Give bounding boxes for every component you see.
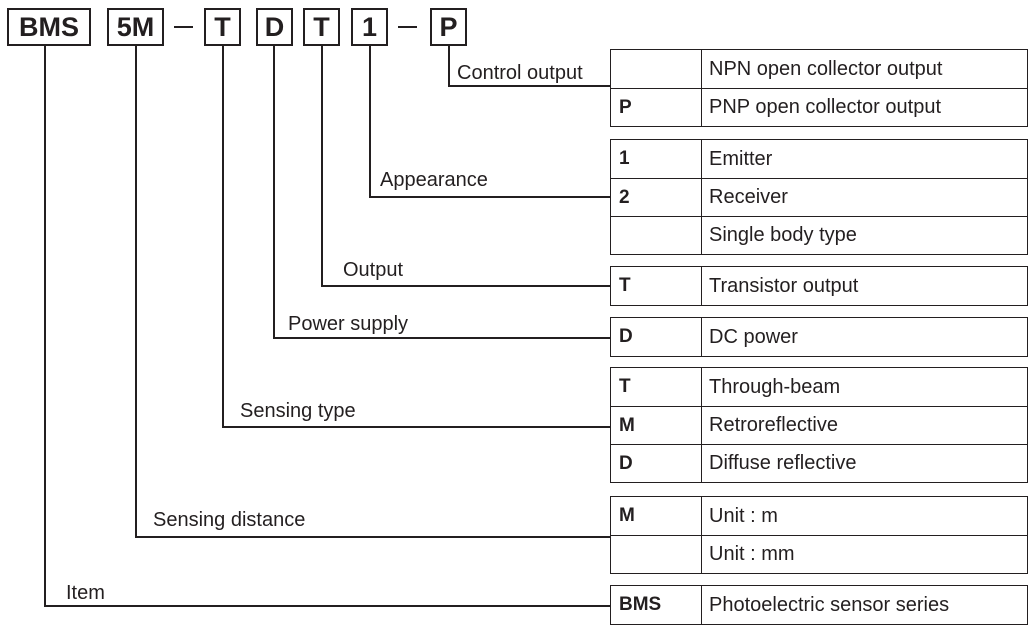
- table-row: 1 Emitter: [611, 140, 1027, 178]
- connector-sensing-type-horizontal: [222, 426, 610, 428]
- option-description: DC power: [709, 325, 798, 348]
- table-output: T Transistor output: [610, 266, 1028, 306]
- connector-control-output-vertical: [448, 46, 450, 86]
- option-code: M: [611, 407, 702, 444]
- connector-control-output-horizontal: [448, 85, 610, 87]
- option-description: Emitter: [709, 147, 773, 170]
- label-output: Output: [343, 259, 404, 281]
- connector-power-supply-vertical: [273, 46, 275, 338]
- connector-power-supply-horizontal: [273, 337, 610, 339]
- connector-output-vertical: [321, 46, 323, 286]
- label-control-output: Control output: [457, 62, 583, 84]
- table-row: NPN open collector output: [611, 50, 1027, 88]
- table-row: T Transistor output: [611, 267, 1027, 305]
- connector-appearance-horizontal: [369, 196, 610, 198]
- label-power-supply: Power supply: [288, 313, 409, 335]
- label-item: Item: [66, 582, 105, 604]
- code-box-sensing-distance: 5M: [107, 8, 164, 46]
- code-box-sensing-type: T: [204, 8, 241, 46]
- connector-sensing-type-vertical: [222, 46, 224, 427]
- table-row: Single body type: [611, 216, 1027, 254]
- table-item: BMS Photoelectric sensor series: [610, 585, 1028, 625]
- code-separator-dash: [174, 26, 193, 28]
- table-sensing-type: T Through-beam M Retroreflective D Diffu…: [610, 367, 1028, 483]
- connector-output-horizontal: [321, 285, 610, 287]
- code-box-appearance: 1: [351, 8, 388, 46]
- option-code: D: [611, 445, 702, 482]
- table-row: Unit : mm: [611, 535, 1027, 573]
- table-sensing-distance: M Unit : m Unit : mm: [610, 496, 1028, 574]
- table-row: 2 Receiver: [611, 178, 1027, 216]
- table-control-output: NPN open collector output P PNP open col…: [610, 49, 1028, 127]
- option-code: T: [611, 368, 702, 406]
- option-code: M: [611, 497, 702, 535]
- table-row: BMS Photoelectric sensor series: [611, 586, 1027, 624]
- option-code: [611, 536, 702, 573]
- table-row: T Through-beam: [611, 368, 1027, 406]
- option-description: Photoelectric sensor series: [709, 593, 950, 616]
- table-row: P PNP open collector output: [611, 88, 1027, 126]
- option-code: P: [611, 89, 702, 126]
- option-code: D: [611, 318, 702, 356]
- option-code: 1: [611, 140, 702, 178]
- option-description: NPN open collector output: [709, 57, 943, 80]
- option-description: Unit : m: [709, 504, 778, 527]
- code-box-item: BMS: [7, 8, 91, 46]
- option-description: Through-beam: [709, 375, 841, 398]
- option-description: PNP open collector output: [709, 96, 942, 118]
- option-description: Transistor output: [709, 274, 859, 297]
- table-row: D DC power: [611, 318, 1027, 356]
- connector-sensing-distance-vertical: [135, 46, 137, 537]
- connector-sensing-distance-horizontal: [135, 536, 610, 538]
- code-separator-dash: [398, 26, 417, 28]
- option-code: [611, 217, 702, 254]
- label-appearance: Appearance: [380, 169, 488, 191]
- option-code: T: [611, 267, 702, 305]
- table-row: M Unit : m: [611, 497, 1027, 535]
- connector-item-horizontal: [44, 605, 610, 607]
- code-box-power-supply: D: [256, 8, 293, 46]
- table-appearance: 1 Emitter 2 Receiver Single body type: [610, 139, 1028, 255]
- table-power-supply: D DC power: [610, 317, 1028, 357]
- option-description: Diffuse reflective: [709, 452, 857, 474]
- code-box-output: T: [303, 8, 340, 46]
- option-code: BMS: [611, 586, 702, 624]
- label-sensing-type: Sensing type: [240, 400, 356, 422]
- option-description: Single body type: [709, 224, 857, 246]
- connector-item-vertical: [44, 46, 46, 606]
- option-description: Unit : mm: [709, 543, 795, 565]
- table-row: M Retroreflective: [611, 406, 1027, 444]
- option-description: Retroreflective: [709, 414, 838, 436]
- option-code: [611, 50, 702, 88]
- option-description: Receiver: [709, 186, 788, 208]
- connector-appearance-vertical: [369, 46, 371, 197]
- label-sensing-distance: Sensing distance: [153, 509, 306, 531]
- code-box-control-output: P: [430, 8, 467, 46]
- table-row: D Diffuse reflective: [611, 444, 1027, 482]
- option-code: 2: [611, 179, 702, 216]
